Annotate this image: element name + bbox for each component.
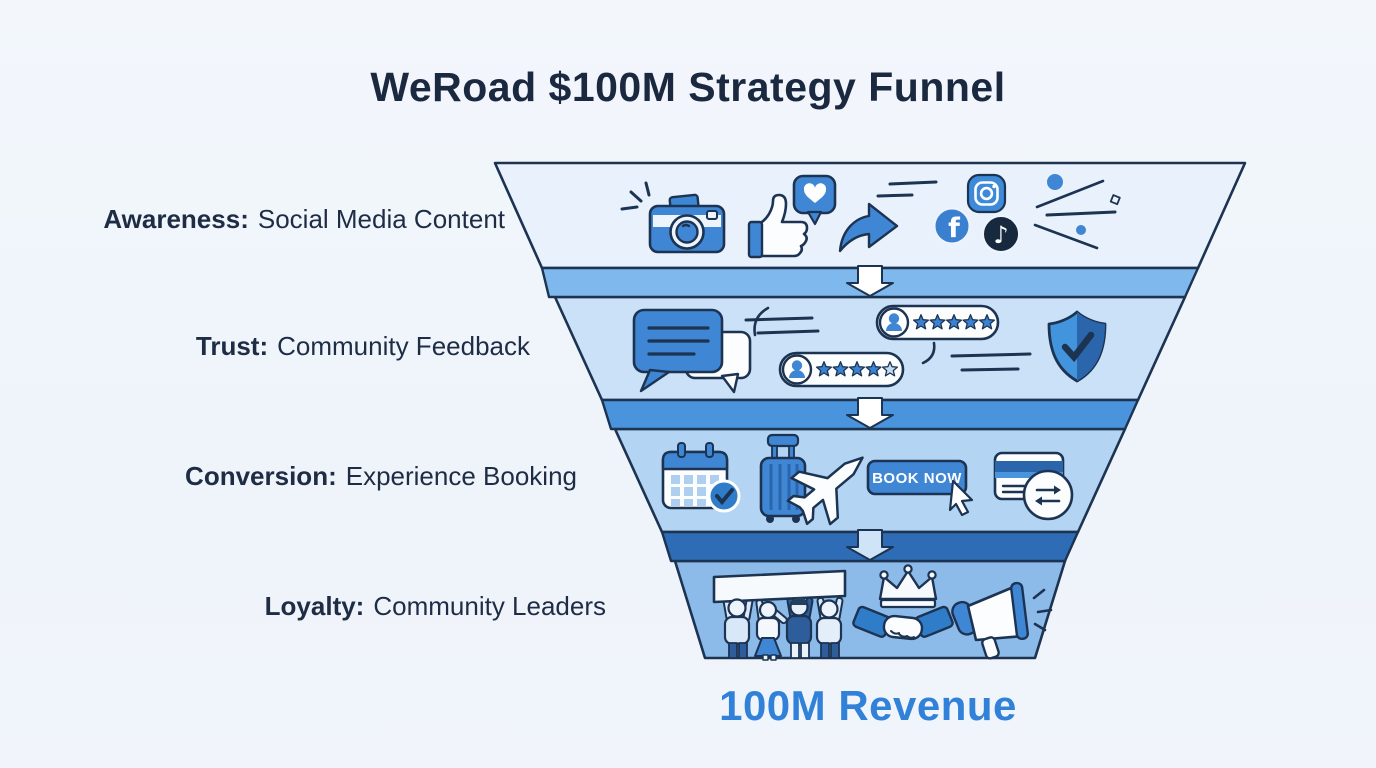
stage-label-conversion-bold: Conversion: <box>185 461 337 491</box>
stage-label-trust-rest: Community Feedback <box>277 331 530 361</box>
facebook-glyph: f <box>948 213 960 244</box>
tiktok-glyph: ♪ <box>993 221 1008 249</box>
down-arrow-icon-2 <box>846 397 894 429</box>
stage-label-conversion: Conversion: Experience Booking <box>0 461 577 492</box>
five-star-review-pill <box>875 304 1000 341</box>
facebook-icon: f <box>933 207 971 245</box>
down-arrow-icon-3 <box>846 529 894 561</box>
handshake-icon <box>852 605 954 641</box>
star-icon <box>962 314 979 330</box>
sparkle-dots <box>1033 174 1121 250</box>
stage-label-awareness: Awareness: Social Media Content <box>0 204 505 235</box>
community-banner-icon <box>712 569 847 661</box>
star-icon <box>912 314 930 330</box>
star-icon <box>978 314 996 330</box>
four-star-review-pill <box>778 351 905 388</box>
page-title: WeRoad $100M Strategy Funnel <box>370 64 1006 110</box>
book-now-button: BOOK NOW <box>866 459 968 496</box>
star-icon <box>881 361 899 377</box>
verified-shield-icon <box>1047 310 1107 383</box>
cursor-icon <box>948 479 974 517</box>
revenue-label: 100M Revenue <box>719 682 1017 729</box>
stage-label-awareness-bold: Awareness: <box>103 204 249 234</box>
stage-label-loyalty-bold: Loyalty: <box>264 591 365 621</box>
speed-lines-trust <box>744 306 1032 372</box>
airplane-icon <box>786 456 864 526</box>
star-icon <box>945 314 963 330</box>
instagram-icon <box>966 173 1007 214</box>
star-icon <box>832 361 849 377</box>
star-icon <box>815 361 833 377</box>
book-now-label: BOOK NOW <box>872 470 962 487</box>
chat-bubbles-icon <box>632 308 752 394</box>
tiktok-icon: ♪ <box>982 215 1020 253</box>
credit-card-icon <box>993 451 1074 521</box>
stage-label-loyalty: Loyalty: Community Leaders <box>0 591 606 622</box>
stage-label-trust: Trust: Community Feedback <box>0 331 530 362</box>
star-icon <box>929 314 946 330</box>
megaphone-icon <box>951 581 1053 660</box>
share-arrow-icon <box>838 202 899 253</box>
crown-icon <box>878 564 938 609</box>
star-icon <box>865 361 882 377</box>
star-icon <box>848 361 866 377</box>
stage-label-loyalty-rest: Community Leaders <box>373 591 606 621</box>
heart-like-icon <box>792 174 837 226</box>
stage-label-trust-bold: Trust: <box>195 331 269 361</box>
calendar-check-icon <box>661 442 741 513</box>
camera-flash-icon <box>620 181 726 254</box>
stage-label-conversion-rest: Experience Booking <box>345 461 577 491</box>
thumbs-up-icon <box>747 193 809 259</box>
down-arrow-icon-1 <box>846 265 894 297</box>
speed-lines-top <box>876 180 938 198</box>
stage-label-awareness-rest: Social Media Content <box>257 204 505 234</box>
